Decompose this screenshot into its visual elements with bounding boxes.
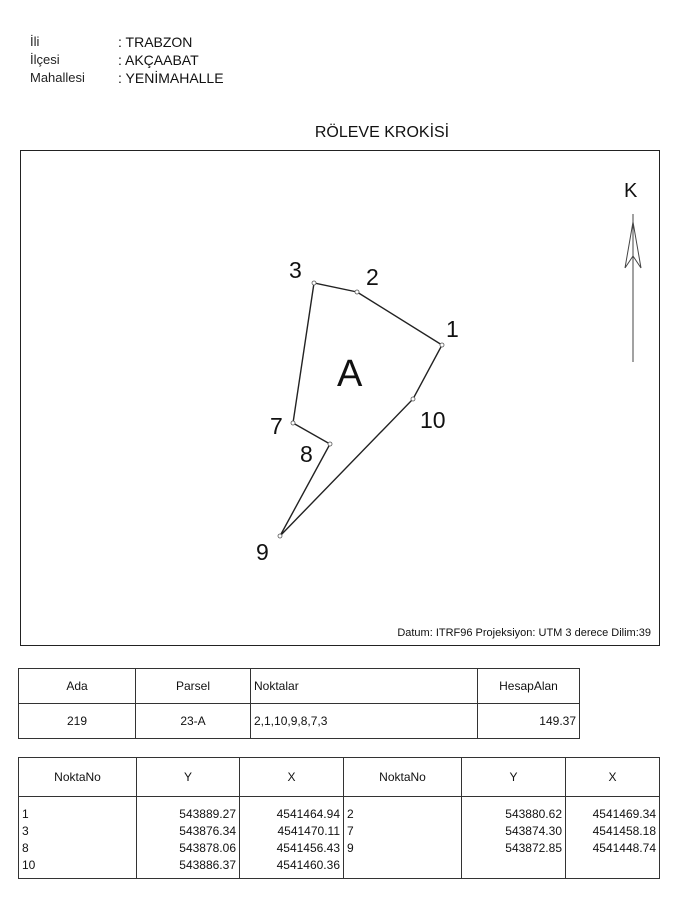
vertex-3 xyxy=(311,280,317,286)
il-value: : TRABZON xyxy=(118,34,193,50)
left-x-col: 4541464.94 4541470.11 4541456.43 4541460… xyxy=(239,796,344,879)
point-label-8: 8 xyxy=(300,441,313,467)
cell: 4541456.43 xyxy=(276,841,340,855)
document-title: RÖLEVE KROKİSİ xyxy=(314,124,450,141)
left-y-col: 543889.27 543876.34 543878.06 543886.37 xyxy=(136,796,240,879)
vertex-10 xyxy=(410,396,416,402)
ilce-label: İlçesi xyxy=(30,52,60,67)
header-x-2: X xyxy=(565,757,660,797)
cell: 3 xyxy=(22,824,29,838)
cell-parsel: 23-A xyxy=(135,703,251,739)
vertex-7 xyxy=(290,420,296,426)
right-y-col: 543880.62 543874.30 543872.85 xyxy=(461,796,566,879)
point-label-3: 3 xyxy=(289,257,302,283)
parcel-table: Ada Parsel Noktalar HesapAlan 219 23-A 2… xyxy=(18,668,580,739)
north-arrow-icon xyxy=(624,214,642,362)
cell-noktalar: 2,1,10,9,8,7,3 xyxy=(250,703,478,739)
parcel-sketch: 1 2 3 7 8 9 10 A K xyxy=(256,180,642,565)
cell: 1 xyxy=(22,807,29,821)
cell: 543876.34 xyxy=(179,824,236,838)
vertex-8 xyxy=(327,441,333,447)
header-noktano-2: NoktaNo xyxy=(343,757,462,797)
cell: 543872.85 xyxy=(505,841,562,855)
header-noktano: NoktaNo xyxy=(18,757,137,797)
cell: 7 xyxy=(347,824,354,838)
parcel-outline xyxy=(279,282,443,537)
coordinate-table: NoktaNo Y X NoktaNo Y X 1 3 8 10 543889.… xyxy=(18,757,660,879)
datum-text: Datum: ITRF96 Projeksiyon: UTM 3 derece … xyxy=(397,627,651,639)
header-x: X xyxy=(239,757,344,797)
mahalle-value: : YENİMAHALLE xyxy=(118,70,224,86)
header-y-2: Y xyxy=(461,757,566,797)
cell: 543886.37 xyxy=(179,858,236,872)
cell: 4541448.74 xyxy=(592,841,656,855)
cell: 9 xyxy=(347,841,354,855)
cell-ada: 219 xyxy=(18,703,136,739)
mahalle-label: Mahallesi xyxy=(30,70,85,85)
table-header-row: Ada Parsel Noktalar HesapAlan xyxy=(18,668,580,704)
header-ada: Ada xyxy=(18,668,136,704)
vertex-2 xyxy=(354,289,360,295)
point-label-1: 1 xyxy=(446,316,459,342)
cell: 2 xyxy=(347,807,354,821)
table-row: 1 3 8 10 543889.27 543876.34 543878.06 5… xyxy=(18,796,660,879)
cell: 10 xyxy=(22,858,36,872)
cell: 543878.06 xyxy=(179,841,236,855)
vertex-1 xyxy=(439,342,445,348)
point-label-9: 9 xyxy=(256,539,269,565)
cell: 4541464.94 xyxy=(276,807,340,821)
header-y: Y xyxy=(136,757,240,797)
il-label: İli xyxy=(30,34,40,49)
cell: 543880.62 xyxy=(505,807,562,821)
cell: 4541460.36 xyxy=(276,858,340,872)
cell: 4541458.18 xyxy=(592,824,656,838)
parcel-label: A xyxy=(337,353,363,395)
header-parsel: Parsel xyxy=(135,668,251,704)
point-label-10: 10 xyxy=(420,407,446,433)
table-row: 219 23-A 2,1,10,9,8,7,3 149.37 xyxy=(18,703,580,739)
point-label-2: 2 xyxy=(366,264,379,290)
cell: 8 xyxy=(22,841,29,855)
ilce-value: : AKÇAABAT xyxy=(118,52,199,68)
header-noktalar: Noktalar xyxy=(250,668,478,704)
cell: 543874.30 xyxy=(505,824,562,838)
left-noktano-col: 1 3 8 10 xyxy=(18,796,137,879)
north-label: K xyxy=(624,180,638,202)
right-noktano-col: 2 7 9 xyxy=(343,796,462,879)
vertex-9 xyxy=(277,533,283,539)
cell: 543889.27 xyxy=(179,807,236,821)
sketch-frame: Datum: ITRF96 Projeksiyon: UTM 3 derece … xyxy=(20,150,660,646)
right-x-col: 4541469.34 4541458.18 4541448.74 xyxy=(565,796,660,879)
cell: 4541470.11 xyxy=(277,824,340,838)
point-label-7: 7 xyxy=(270,413,283,439)
header-hesapalan: HesapAlan xyxy=(477,668,580,704)
table-header-row: NoktaNo Y X NoktaNo Y X xyxy=(18,757,660,797)
cell-hesapalan: 149.37 xyxy=(477,703,580,739)
cell: 4541469.34 xyxy=(592,807,656,821)
